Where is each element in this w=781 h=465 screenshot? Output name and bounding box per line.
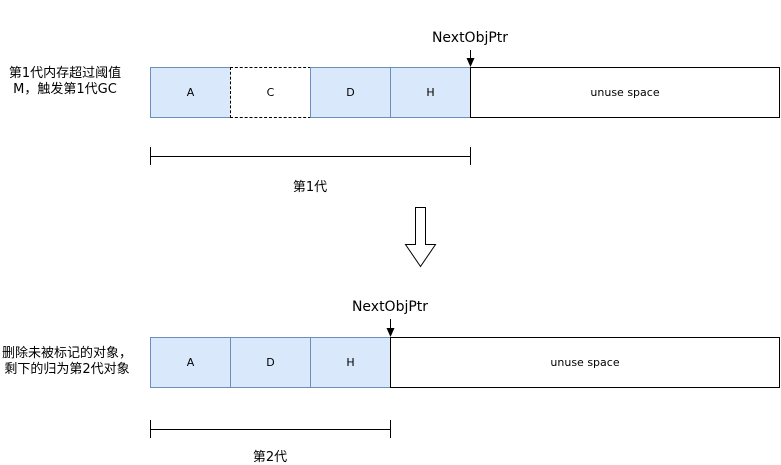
gen1-block-d: D [310,67,391,118]
gen2-block-a: A [150,337,231,388]
gen1-block-c-label: C [266,86,275,99]
gen1-block-d-label: D [346,86,355,99]
gen2-block-a-label: A [186,356,195,369]
gen1-next-obj-ptr-label: NextObjPtr [431,30,509,46]
gen2-block-h: H [310,337,391,388]
gen1-block-a-label: A [186,86,195,99]
gen2-block-d: D [230,337,311,388]
gen1-block-h-label: H [426,86,435,99]
gen1-note-text: 第1代内存超过阈值M，触发第1代GC [8,66,122,97]
gen1-unuse-space: unuse space [470,67,780,118]
gen1-block-a: A [150,67,231,118]
gen2-next-obj-ptr-label: NextObjPtr [351,299,429,315]
gen2-block-h-label: H [346,356,355,369]
gen2-unuse-space: unuse space [390,337,780,388]
gen2-block-d-label: D [266,356,275,369]
gen1-block-h: H [390,67,471,118]
gen2-span-label: 第2代 [252,450,288,465]
gen1-unuse-space-label: unuse space [590,86,660,99]
gen1-block-c: C [230,67,311,118]
transition-down-arrow [404,207,437,268]
gen1-span-bracket [150,147,471,165]
gen2-next-obj-ptr-arrow [386,319,395,337]
gen2-note-text: 删除未被标记的对象，剩下的归为第2代对象 [2,346,133,377]
gen1-note: 第1代内存超过阈值M，触发第1代GC [2,66,128,98]
gen2-note: 删除未被标记的对象，剩下的归为第2代对象 [2,346,132,378]
gen2-span-bracket [150,420,391,438]
gen1-next-obj-ptr-arrow [466,50,475,67]
gen1-span-label: 第1代 [292,180,328,195]
gen2-unuse-space-label: unuse space [550,356,620,369]
